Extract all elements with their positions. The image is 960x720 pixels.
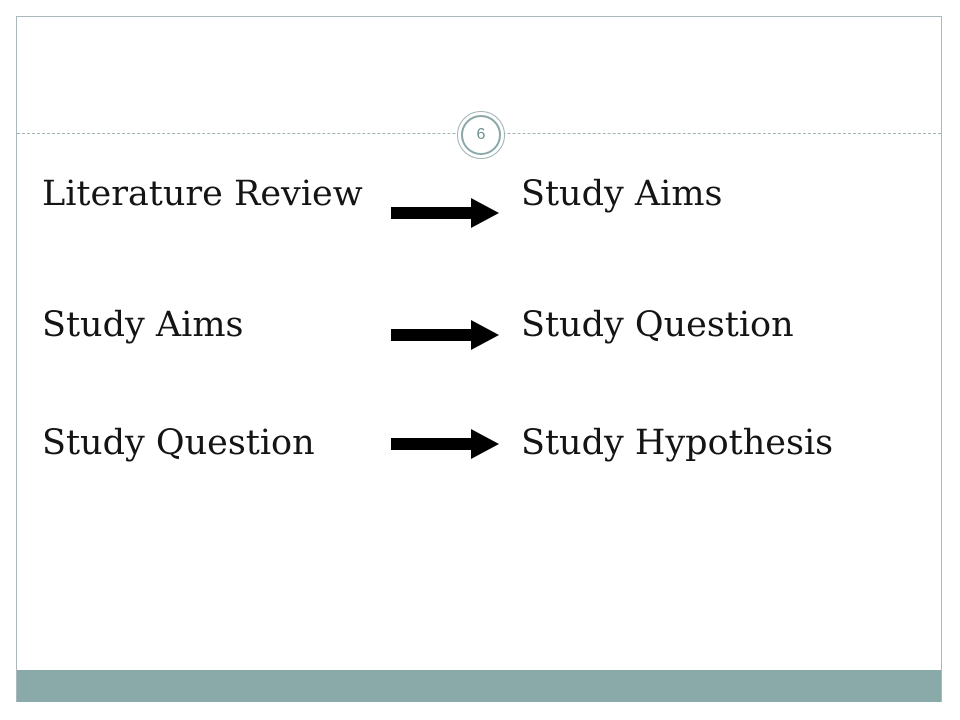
footer-bar <box>17 670 941 702</box>
page-number-badge: 6 <box>461 115 501 155</box>
row-3-target: Study Hypothesis <box>521 423 834 463</box>
row-1-target: Study Aims <box>521 174 723 214</box>
right-arrow-icon <box>391 198 499 228</box>
row-3-source: Study Question <box>42 423 315 463</box>
row-1-source: Literature Review <box>42 174 363 214</box>
right-arrow-icon <box>391 429 499 459</box>
row-2-target: Study Question <box>521 305 794 345</box>
right-arrow-icon <box>391 320 499 350</box>
row-2-source: Study Aims <box>42 305 244 345</box>
